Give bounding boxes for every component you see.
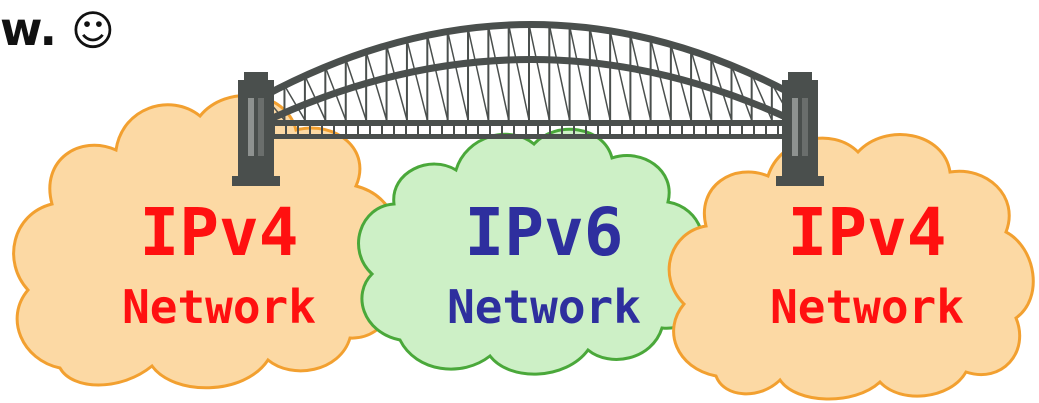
middle-ipv6-cloud (357, 127, 705, 376)
bridge-icon (232, 21, 824, 186)
middle-network-word: Network (447, 280, 641, 334)
smiley-icon: ☺ (71, 6, 115, 55)
right-network-label: IPv4 Network (742, 194, 992, 334)
right-pylon (776, 72, 824, 186)
right-ipv4-cloud (667, 133, 1035, 401)
left-network-protocol: IPv4 (139, 194, 299, 271)
right-network-word: Network (770, 280, 964, 334)
middle-network-protocol: IPv6 (464, 194, 624, 271)
left-network-word: Network (122, 280, 316, 334)
middle-network-label: IPv6 Network (424, 194, 664, 334)
left-pylon (232, 72, 280, 186)
right-network-protocol: IPv4 (787, 194, 947, 271)
left-network-label: IPv4 Network (104, 194, 334, 334)
caption-fragment: w. (0, 2, 58, 56)
caption-text: w. ☺ (0, 2, 115, 56)
